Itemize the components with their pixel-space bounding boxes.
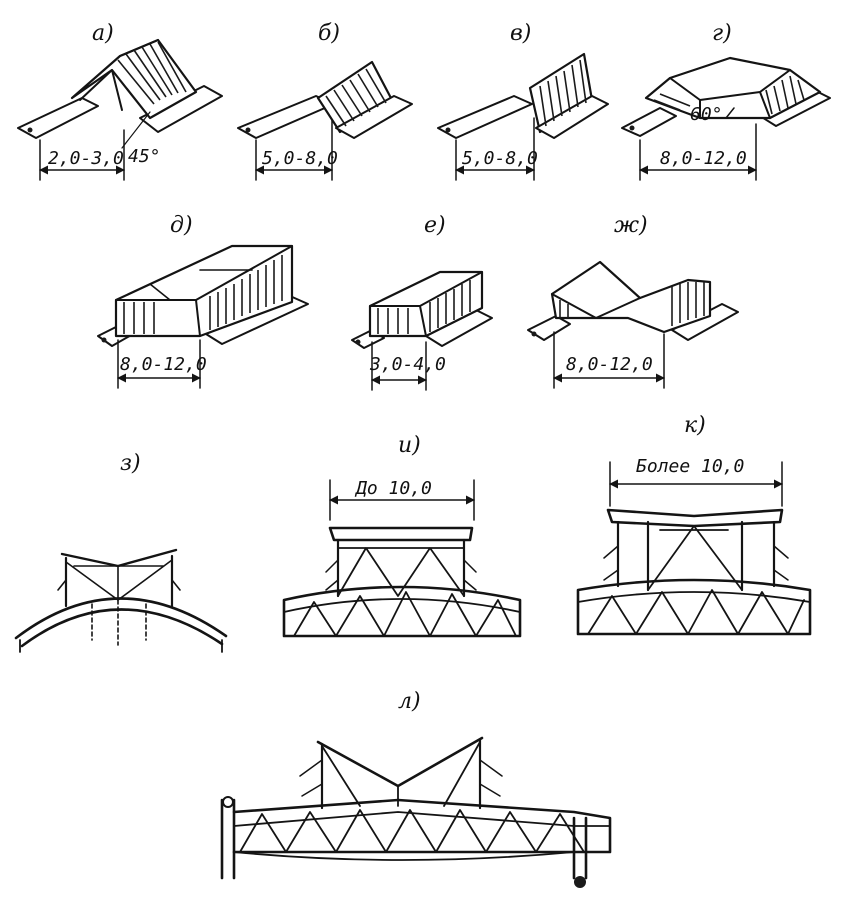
figure-g: г) 60° 8,0-12,0: [621, 21, 831, 181]
figure-v: в) 5,0-8,0: [437, 21, 609, 181]
figure-g-angle: 60°: [690, 104, 723, 125]
figure-z-label: з): [120, 451, 141, 476]
figure-i-label: и): [398, 433, 421, 458]
figure-d-skylight: [114, 244, 294, 338]
figure-i-lantern-roof: [328, 526, 474, 542]
figure-v-dimension: 5,0-8,0: [462, 148, 538, 169]
figure-zh: ж) 8,0-12,0: [527, 213, 739, 389]
figure-b: б) 5,0-8,0: [237, 21, 413, 181]
figure-b-dimension: 5,0-8,0: [262, 148, 338, 169]
figure-l-truss: [232, 798, 612, 854]
figure-z: з): [14, 451, 228, 653]
figure-a-label: а): [92, 21, 114, 46]
figure-a-dimension: 2,0-3,0: [48, 148, 124, 169]
figure-z-lantern-roof: [60, 548, 178, 568]
figure-zh-label: ж): [614, 213, 648, 238]
figure-k-dimension: Более 10,0: [636, 456, 744, 477]
figure-b-right-slab: [335, 95, 413, 139]
figure-g-skylight: [644, 56, 822, 120]
figure-k-truss: [576, 578, 812, 636]
figure-d-dimension: 8,0-12,0: [120, 354, 207, 375]
figure-i-dimension: До 10,0: [354, 478, 432, 499]
figure-l: л): [220, 689, 612, 888]
figure-a-left-slab: [17, 97, 99, 139]
figure-d: д) 8,0-12,0: [97, 213, 309, 389]
figure-k-lantern-roof: [606, 508, 784, 528]
figure-v-label: в): [510, 21, 531, 46]
figure-b-label: б): [318, 21, 340, 46]
figure-a: а) 2,0-3,0 45°: [17, 21, 223, 181]
figure-k-label: к): [684, 413, 706, 438]
figure-l-right-column: [572, 816, 588, 880]
figure-i-truss: [282, 585, 522, 638]
figure-zh-dimension: 8,0-12,0: [566, 354, 653, 375]
figure-g-dimension: 8,0-12,0: [660, 148, 747, 169]
figure-g-label: г): [712, 21, 732, 46]
figure-zh-left-slab: [527, 315, 571, 341]
figure-e-label: е): [424, 213, 446, 238]
figure-k: к) Более 10,0: [576, 413, 812, 636]
figure-l-label: л): [398, 689, 421, 714]
figure-i: и) До 10,0: [282, 433, 522, 638]
figure-a-angle: 45°: [128, 146, 161, 167]
figure-l-left-column: [220, 798, 236, 880]
figure-z-arch: [14, 597, 228, 640]
figure-d-label: д): [170, 213, 193, 238]
figure-v-left-slab: [437, 95, 533, 139]
figure-v-right-slab: [535, 95, 609, 139]
figure-g-left-slab: [621, 107, 677, 137]
figure-e: е) 3,0-4,0: [351, 213, 493, 391]
figure-e-dimension: 3,0-4,0: [369, 354, 446, 375]
figure-zh-skylight: [550, 260, 712, 334]
